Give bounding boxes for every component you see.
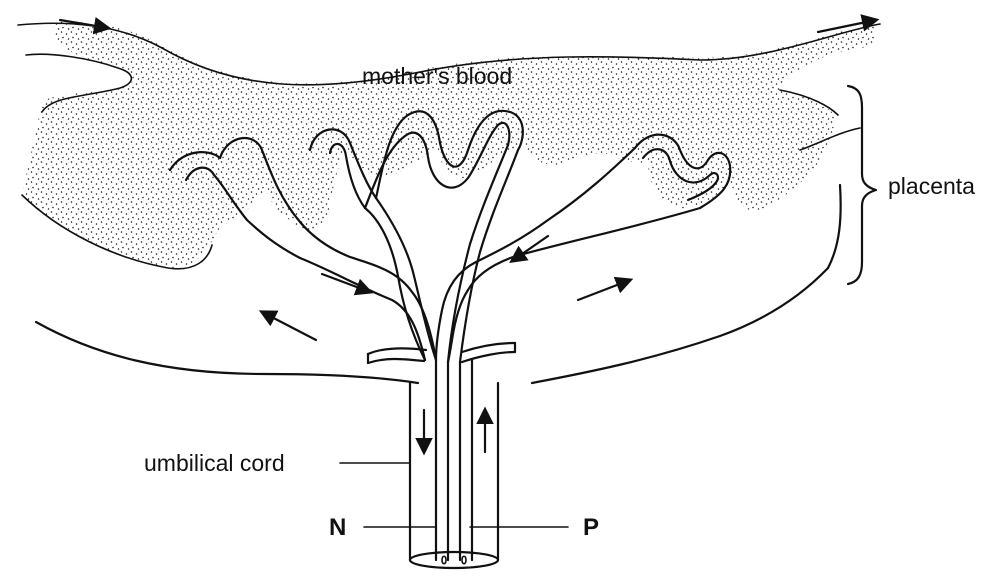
- label-n: N: [329, 514, 346, 541]
- arrow-mid-left-in: [322, 274, 370, 292]
- placenta-label: placenta: [888, 173, 975, 199]
- umbilical-cord: [410, 360, 498, 568]
- mothers-blood-label: mother's blood: [362, 63, 512, 89]
- label-leaders: [340, 463, 568, 527]
- mothers-blood-fill: [22, 22, 875, 268]
- cord-base-ellipse: [410, 552, 498, 568]
- arrow-outer-left: [262, 312, 316, 340]
- placenta-bracket: [848, 86, 876, 284]
- arrow-outer-right: [578, 280, 630, 300]
- umbilical-cord-label: umbilical cord: [144, 450, 285, 476]
- label-p: P: [583, 514, 599, 541]
- mothers-blood-region: [18, 22, 880, 269]
